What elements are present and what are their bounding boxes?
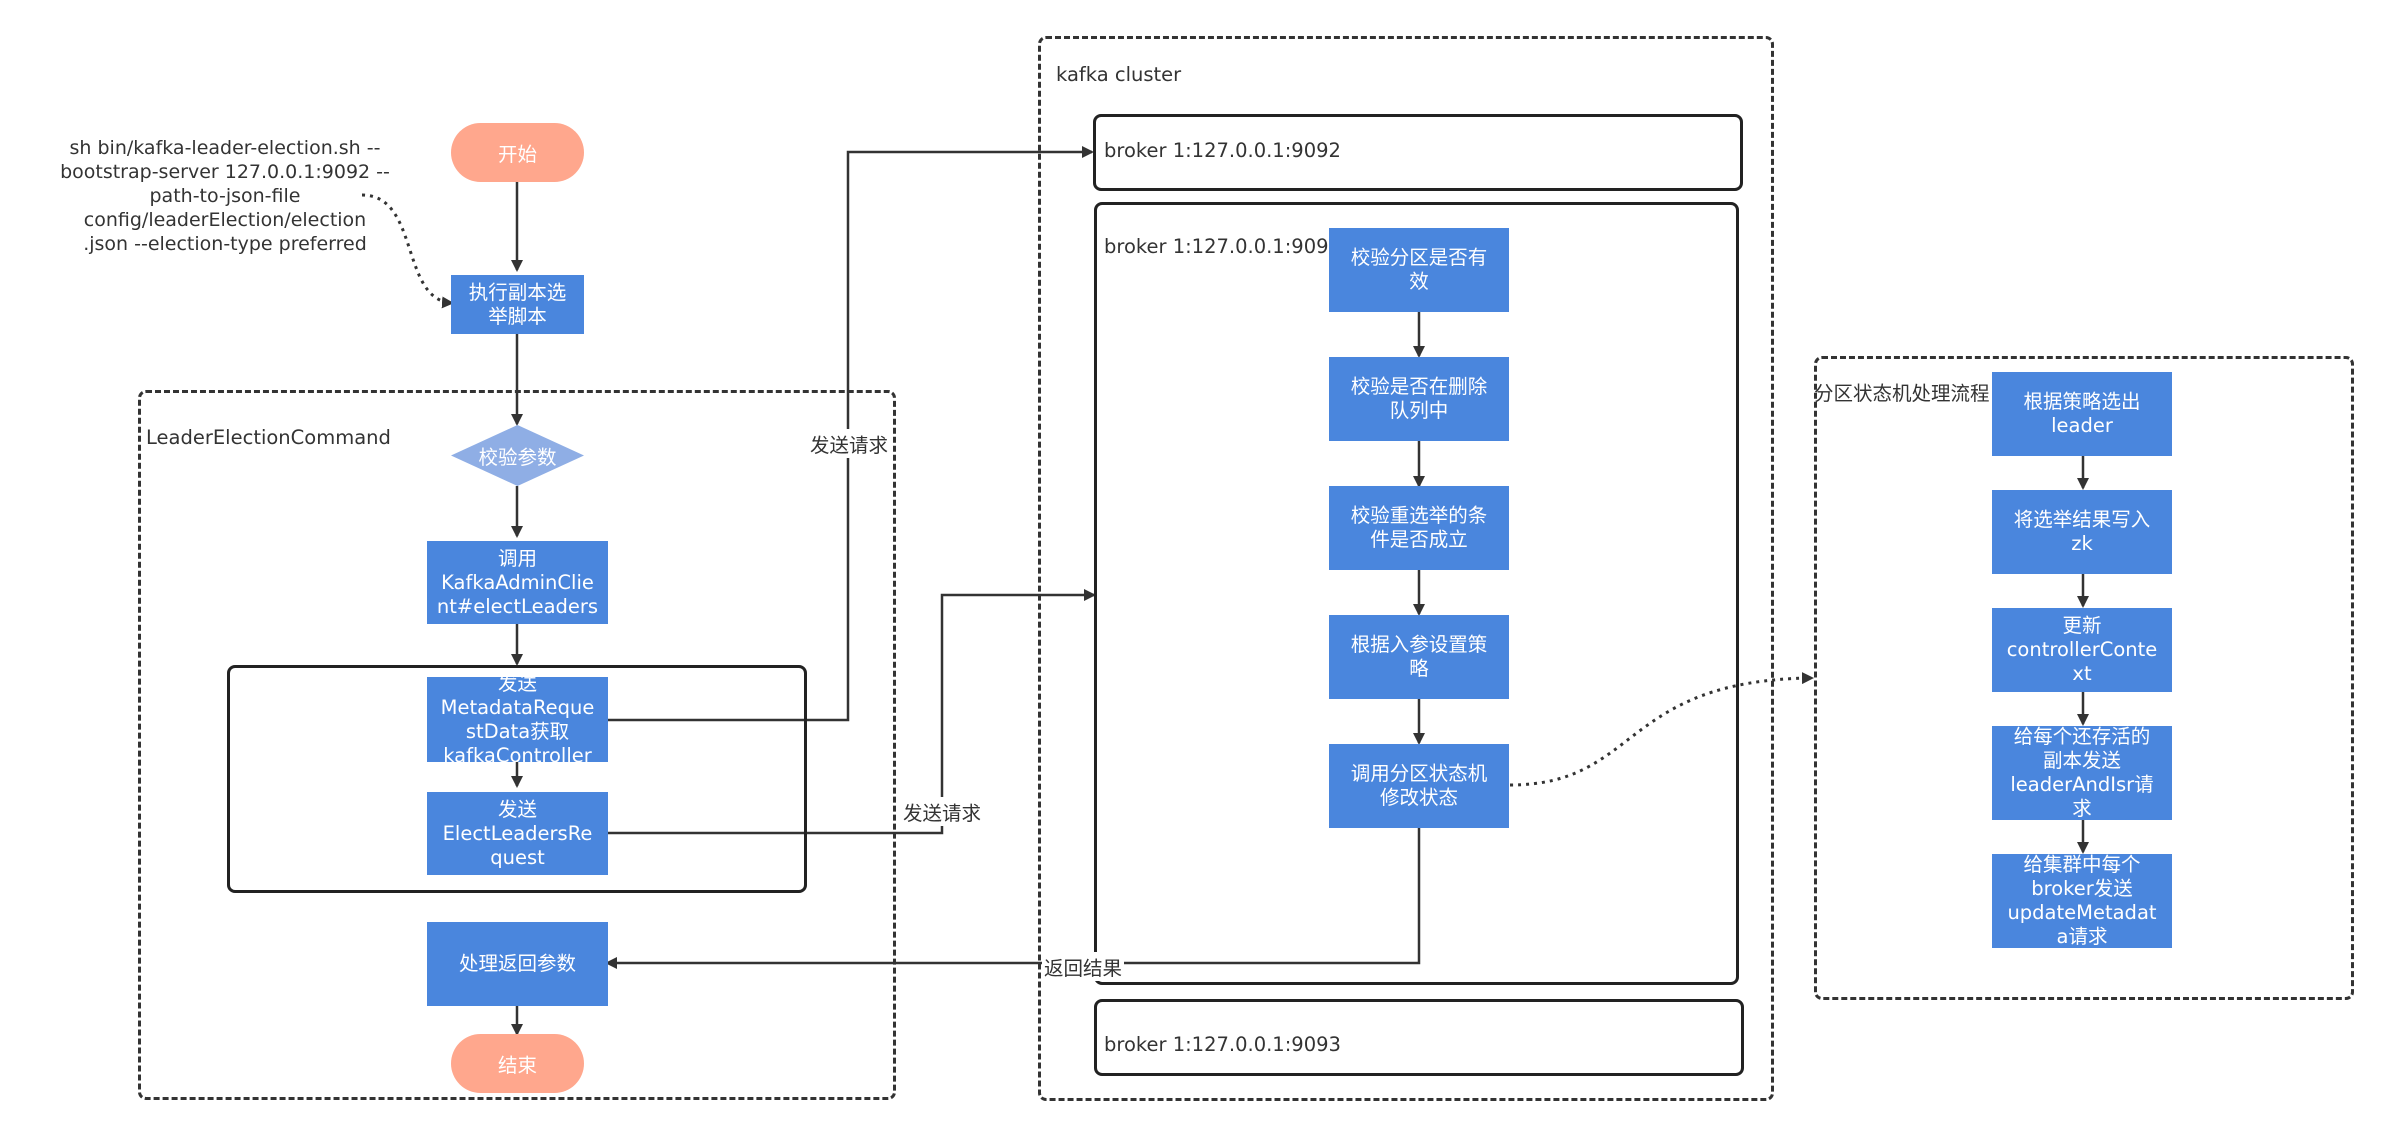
broker-3-label: broker 1:127.0.0.1:9093 [1104, 1033, 1341, 1056]
end-node[interactable]: 结束 [451, 1034, 584, 1093]
state-step-leader-and-isr[interactable]: 给每个还存活的 副本发送 leaderAndIsr请 求 [1992, 726, 2172, 820]
return-result-label: 返回结果 [1042, 952, 1125, 981]
broker-2-container [1094, 202, 1739, 985]
broker-1-label: broker 1:127.0.0.1:9092 [1104, 139, 1341, 162]
send-requests-group [227, 665, 807, 893]
send-request-label-1: 发送请求 [808, 429, 891, 458]
state-step-update-context[interactable]: 更新 controllerConte xt [1992, 608, 2172, 692]
state-machine-container [1814, 356, 2354, 1000]
broker-step-call-state-machine[interactable]: 调用分区状态机 修改状态 [1329, 744, 1509, 828]
state-step-select-leader[interactable]: 根据策略选出 leader [1992, 372, 2172, 456]
send-request-label-2: 发送请求 [901, 797, 984, 826]
send-elect-leaders-node[interactable]: 发送 ElectLeadersRe quest [427, 792, 608, 875]
state-machine-label: 分区状态机处理流程 [1814, 382, 1990, 405]
broker-step-check-reelection[interactable]: 校验重选举的条 件是否成立 [1329, 486, 1509, 570]
kafka-cluster-label: kafka cluster [1056, 63, 1182, 86]
broker-step-set-strategy[interactable]: 根据入参设置策 略 [1329, 615, 1509, 699]
send-metadata-request-node[interactable]: 发送 MetadataReque stData获取 kafkaControlle… [427, 677, 608, 762]
state-step-write-zk[interactable]: 将选举结果写入 zk [1992, 490, 2172, 574]
command-note: sh bin/kafka-leader-election.sh -- boots… [60, 137, 390, 255]
diamond-shape [451, 425, 584, 486]
broker-step-check-delete-queue[interactable]: 校验是否在删除 队列中 [1329, 357, 1509, 441]
call-admin-client-node[interactable]: 调用 KafkaAdminClie nt#electLeaders [427, 541, 608, 624]
broker-1-container [1093, 114, 1743, 191]
run-script-node[interactable]: 执行副本选 举脚本 [451, 275, 584, 334]
state-step-update-metadata[interactable]: 给集群中每个 broker发送 updateMetadat a请求 [1992, 854, 2172, 948]
validate-params-node[interactable]: 校验参数 [451, 425, 584, 486]
leader-election-command-label: LeaderElectionCommand [146, 426, 391, 449]
handle-result-node[interactable]: 处理返回参数 [427, 922, 608, 1006]
broker-2-label: broker 1:127.0.0.1:9093 [1104, 235, 1341, 258]
kafka-cluster-container [1038, 36, 1774, 1101]
start-node[interactable]: 开始 [451, 123, 584, 182]
broker-3-container [1094, 999, 1744, 1076]
leader-election-command-container [138, 390, 896, 1100]
broker-step-validate-partition[interactable]: 校验分区是否有 效 [1329, 228, 1509, 312]
